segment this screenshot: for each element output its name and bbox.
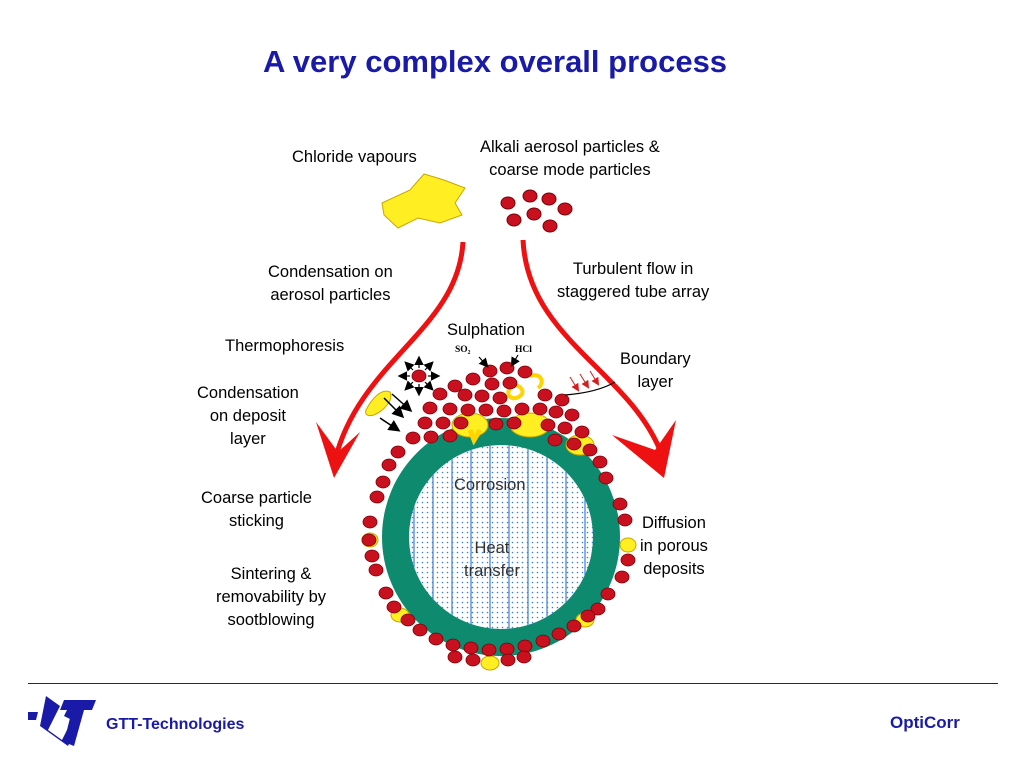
deposit-particles bbox=[361, 361, 636, 667]
label-cond-deposit-line3: layer bbox=[230, 430, 266, 448]
label-condensation-deposit: Condensation on deposit layer bbox=[197, 382, 299, 451]
label-turbulent-line1: Turbulent flow in bbox=[572, 260, 694, 278]
label-sintering-line1: Sintering & bbox=[230, 565, 312, 583]
label-boundary-layer: Boundary layer bbox=[620, 348, 691, 394]
label-alkali-aerosol: Alkali aerosol particles & coarse mode p… bbox=[480, 136, 660, 182]
label-turbulent-line2: staggered tube array bbox=[557, 283, 710, 301]
label-sintering-line2: removability by bbox=[216, 588, 327, 606]
left-flow-arrow bbox=[316, 241, 466, 478]
label-boundary-line2: layer bbox=[637, 373, 674, 391]
label-chloride-vapours: Chloride vapours bbox=[292, 148, 417, 166]
boundary-layer-curve bbox=[564, 370, 616, 396]
label-condensation-aerosol: Condensation on aerosol particles bbox=[268, 261, 393, 307]
label-cond-deposit-line2: on deposit bbox=[209, 407, 286, 425]
radiating-particle bbox=[397, 355, 441, 397]
label-sintering: Sintering & removability by sootblowing bbox=[216, 563, 326, 632]
chloride-vapour-blob bbox=[381, 173, 466, 229]
label-hcl: HCl bbox=[515, 345, 532, 355]
label-coarse-line1: Coarse particle bbox=[201, 489, 312, 507]
gas-arrows bbox=[478, 354, 520, 368]
label-heat-line1: Heat bbox=[474, 539, 510, 557]
gtt-logo-icon bbox=[28, 696, 96, 746]
label-heat-line2: transfer bbox=[464, 562, 520, 580]
footer-company: GTT-Technologies bbox=[106, 716, 245, 733]
right-flow-arrow bbox=[520, 239, 676, 478]
label-corrosion: Corrosion bbox=[454, 476, 526, 494]
label-diffusion: Diffusion in porous deposits bbox=[640, 512, 708, 581]
label-sintering-line3: sootblowing bbox=[227, 611, 315, 629]
label-diffusion-line3: deposits bbox=[643, 560, 705, 578]
page-title: A very complex overall process bbox=[262, 44, 728, 79]
footer-product: OptiCorr bbox=[890, 713, 960, 732]
label-heat-transfer: Heat transfer bbox=[464, 537, 520, 583]
label-diffusion-line1: Diffusion bbox=[641, 514, 706, 532]
label-so2: SO₂ bbox=[455, 345, 471, 355]
label-cond-deposit-line1: Condensation bbox=[197, 384, 299, 402]
label-coarse-line2: sticking bbox=[228, 512, 284, 530]
label-diffusion-line2: in porous bbox=[640, 537, 708, 555]
footer-divider bbox=[28, 683, 998, 684]
aerosol-particle-cluster bbox=[500, 189, 573, 233]
label-coarse-particle: Coarse particle sticking bbox=[201, 487, 312, 533]
label-sulphation: Sulphation bbox=[447, 321, 525, 339]
condensation-droplet bbox=[365, 390, 392, 417]
label-turbulent-flow: Turbulent flow in staggered tube array bbox=[557, 258, 709, 304]
label-boundary-line1: Boundary bbox=[620, 350, 691, 368]
thermophoresis-arrows bbox=[379, 393, 413, 432]
label-condensation-aerosol-line2: aerosol particles bbox=[270, 286, 391, 304]
label-condensation-aerosol-line1: Condensation on bbox=[268, 263, 393, 281]
label-alkali-line2: coarse mode particles bbox=[489, 161, 651, 179]
label-thermophoresis: Thermophoresis bbox=[225, 337, 345, 355]
label-alkali-line1: Alkali aerosol particles & bbox=[480, 138, 660, 156]
